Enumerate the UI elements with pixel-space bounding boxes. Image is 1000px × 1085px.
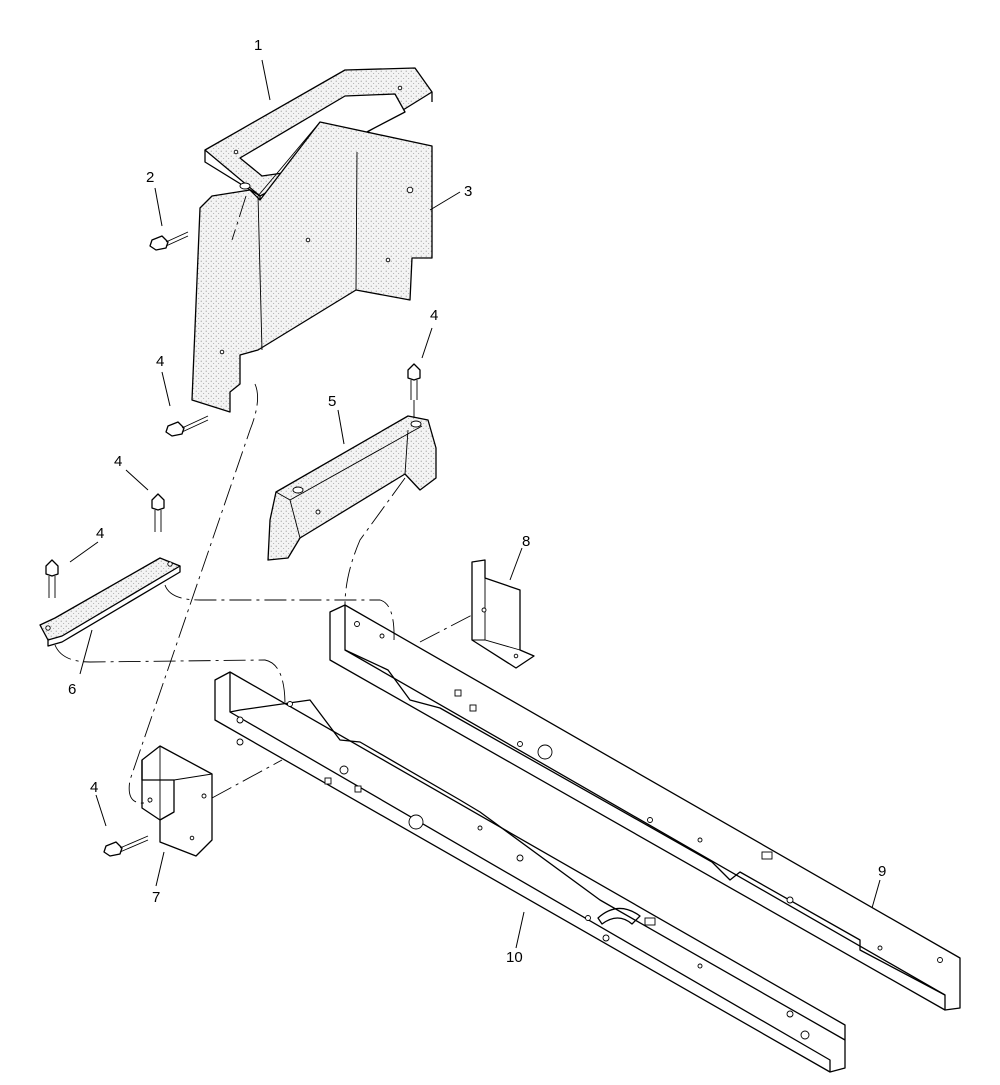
callout-4-strap-left: 4 [96,525,104,542]
callout-2: 2 [146,169,154,186]
part-5-bracket [267,415,437,561]
part-6-strap [39,557,181,647]
bolt-4-lower [103,835,149,857]
callout-8: 8 [522,533,530,550]
callout-9: 9 [878,863,886,880]
callout-4-upper-left: 4 [156,353,164,370]
callout-4-vertical-right: 4 [430,307,438,324]
bolt-2 [149,231,189,251]
part-3-shroud [191,121,433,413]
bolt-4-vertical-right [407,363,421,400]
callout-10: 10 [506,949,523,966]
callout-6: 6 [68,681,76,698]
part-8-bracket [471,559,535,669]
bolt-4-strap-left [45,559,59,598]
callout-labels: 1 2 3 4 4 5 4 4 6 4 7 8 9 10 [68,37,886,966]
part-10-rail [214,671,846,1073]
bolt-4-strap-right [151,493,165,532]
assembly-lines [54,195,473,804]
leader-lines [69,59,881,949]
callout-4-strap-right: 4 [114,453,122,470]
callout-5: 5 [328,393,336,410]
callout-4-lower: 4 [90,779,98,796]
callout-7: 7 [152,889,160,906]
bolt-4-upper-left [165,415,209,437]
part-7-bracket [141,745,213,857]
callout-3: 3 [464,183,472,200]
part-9-rail [329,604,961,1011]
callout-1: 1 [254,37,262,54]
